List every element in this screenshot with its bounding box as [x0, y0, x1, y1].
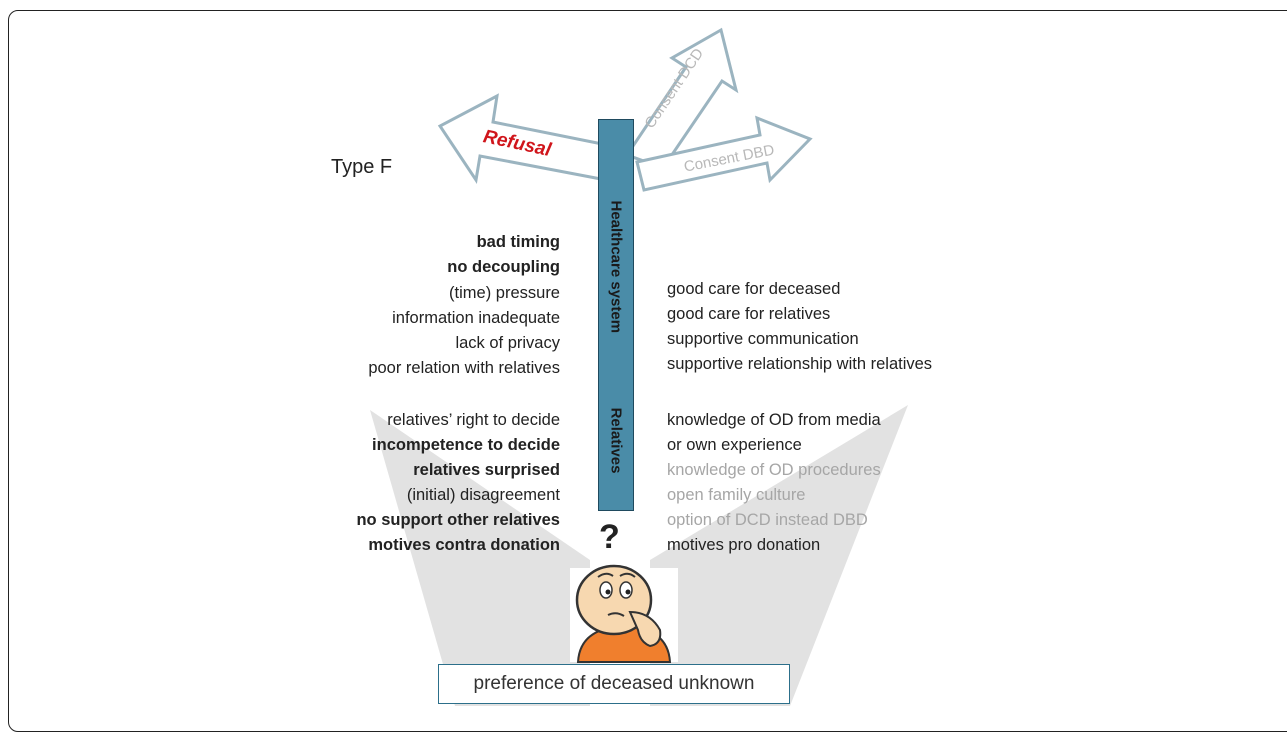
thinking-person-icon	[570, 564, 678, 663]
preference-box: preference of deceased unknown	[438, 664, 790, 704]
left-factor-1: bad timing	[476, 233, 560, 251]
left-factor-3: (time) pressure	[449, 284, 560, 302]
right-factor-10: motives pro donation	[667, 536, 821, 554]
left-light-beam	[370, 410, 590, 706]
right-factor-2: good care for relatives	[667, 305, 831, 323]
left-factor-6: poor relation with relatives	[368, 359, 560, 377]
healthcare-system-label: Healthcare system	[607, 200, 625, 334]
right-factor-6: or own experience	[667, 436, 802, 454]
diagram-graphics: Refusal Consent DCD Consent DBD	[370, 27, 908, 706]
left-factor-12: motives contra donation	[368, 536, 560, 554]
left-factor-10: (initial) disagreement	[406, 486, 560, 504]
left-factor-7: relatives’ right to decide	[387, 411, 560, 429]
consent-dbd-arrow	[635, 115, 813, 192]
question-mark: ?	[599, 518, 620, 556]
right-factor-4: supportive relationship with relatives	[667, 355, 933, 373]
left-factor-11: no support other relatives	[356, 511, 560, 529]
left-factor-8: incompetence to decide	[372, 436, 560, 454]
right-factor-7: knowledge of OD procedures	[667, 461, 881, 479]
left-factor-4: information inadequate	[392, 309, 560, 327]
right-factor-3: supportive communication	[667, 330, 859, 348]
right-factor-1: good care for deceased	[667, 280, 841, 298]
relatives-label: Relatives	[607, 407, 625, 474]
decision-signpost-bar	[598, 119, 634, 511]
right-factor-8: open family culture	[667, 486, 806, 504]
left-factor-9: relatives surprised	[413, 461, 560, 479]
left-factor-2: no decoupling	[447, 258, 560, 276]
right-factor-9: option of DCD instead DBD	[667, 511, 868, 529]
diagram-stage: Refusal Consent DCD Consent DBD Type F H…	[331, 27, 933, 706]
type-label: Type F	[331, 156, 393, 178]
right-factor-5: knowledge of OD from media	[667, 411, 881, 429]
right-light-beam	[650, 405, 908, 706]
left-factor-5: lack of privacy	[455, 334, 560, 352]
